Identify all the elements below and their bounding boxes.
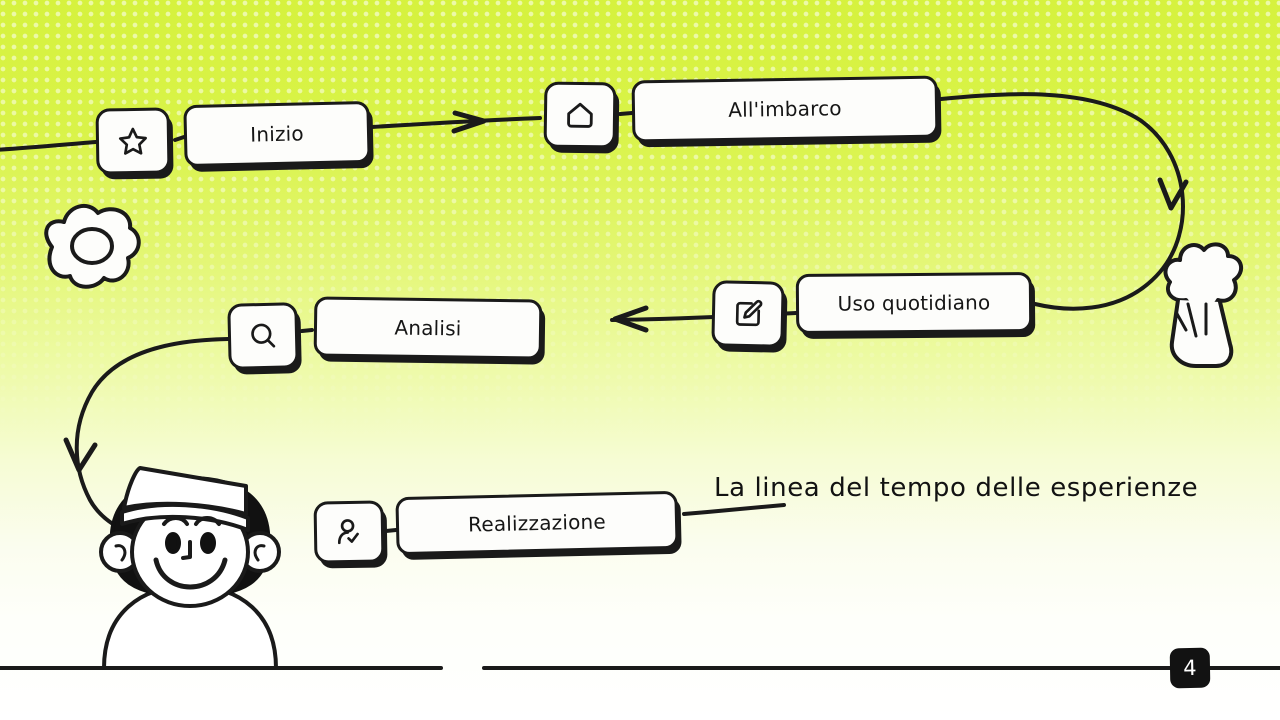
- node-analisi-label: Analisi: [394, 315, 462, 341]
- connector-analisi-to-search: [300, 328, 314, 333]
- connector-home-to-imbarco: [618, 111, 634, 116]
- node-search-icon[interactable]: [227, 302, 299, 370]
- home-icon: [563, 98, 597, 132]
- connector-right-loop: [939, 92, 1185, 311]
- page-number-text: 4: [1183, 655, 1197, 681]
- node-start-icon[interactable]: [95, 107, 171, 175]
- broccoli-illustration: [1163, 242, 1244, 368]
- arrowhead-inizio-to-home: [451, 110, 487, 134]
- connector-entry-line: [0, 140, 98, 152]
- node-analisi[interactable]: Analisi: [313, 296, 543, 360]
- node-realizzazione[interactable]: Realizzazione: [395, 490, 679, 556]
- node-imbarco[interactable]: All'imbarco: [631, 75, 939, 143]
- node-uso-quotidiano[interactable]: Uso quotidiano: [795, 271, 1033, 335]
- node-person-icon[interactable]: [313, 500, 385, 564]
- fried-egg-illustration: [44, 203, 141, 289]
- edit-square-icon: [732, 298, 765, 331]
- star-icon: [117, 125, 149, 157]
- arrowhead-left-loop: [63, 437, 98, 473]
- node-realizzazione-label: Realizzazione: [467, 509, 607, 537]
- connector-realizzazione-to-title: [682, 503, 786, 516]
- connector-star-to-inizio: [173, 135, 186, 142]
- node-uso-quotidiano-label: Uso quotidiano: [837, 290, 991, 316]
- chef-character-illustration: [99, 466, 281, 670]
- node-inizio[interactable]: Inizio: [183, 100, 371, 168]
- slide-title: La linea del tempo delle esperienze: [714, 473, 1198, 503]
- node-edit-icon[interactable]: [711, 280, 785, 348]
- node-home-icon[interactable]: [543, 81, 617, 149]
- node-imbarco-label: All'imbarco: [728, 96, 842, 122]
- slide-title-text: La linea del tempo delle esperienze: [714, 473, 1199, 503]
- person-check-icon: [333, 516, 365, 548]
- arrowhead-uso-to-analisi: [612, 305, 649, 333]
- node-inizio-label: Inizio: [249, 121, 305, 147]
- search-icon: [247, 320, 280, 353]
- connector-person-to-realizzazione: [384, 528, 398, 533]
- page-number-badge: 4: [1169, 647, 1211, 689]
- arrowhead-right-loop: [1157, 177, 1189, 211]
- connector-inizio-to-home: [370, 116, 542, 129]
